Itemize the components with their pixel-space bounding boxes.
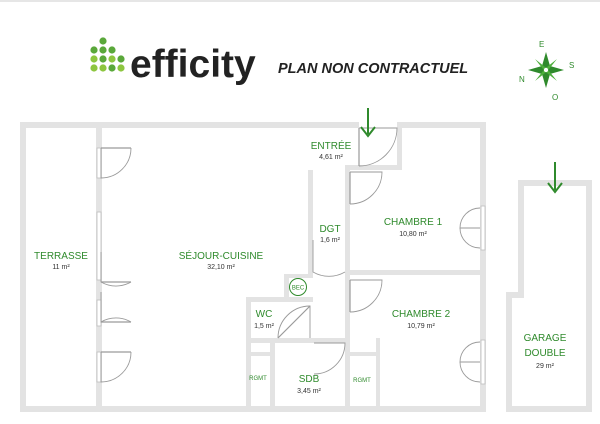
room-wc-name: WC xyxy=(256,309,273,320)
entry-arrow-icon xyxy=(360,108,376,138)
window xyxy=(480,339,486,385)
room-chambre1-name: CHAMBRE 1 xyxy=(384,217,443,228)
room-chambre1-area: 10,80 m² xyxy=(399,231,427,238)
room-terrasse-area: 11 m² xyxy=(52,264,70,271)
room-dgt-area: 1,6 m² xyxy=(320,237,341,244)
room-entree-name: ENTRÉE xyxy=(311,139,352,152)
room-sdb-name: SDB xyxy=(299,374,320,385)
room-wc-area: 1,5 m² xyxy=(254,323,275,330)
room-chambre2-area: 10,79 m² xyxy=(407,323,435,330)
compass-rose-icon xyxy=(528,52,564,88)
compass-north: N xyxy=(519,75,525,84)
room-sejour-name: SÉJOUR-CUISINE xyxy=(179,249,264,262)
window xyxy=(96,211,102,281)
compass-east: E xyxy=(539,40,544,49)
compass-west: O xyxy=(552,93,558,102)
window xyxy=(96,147,102,179)
bec-label: BEC xyxy=(292,286,305,292)
room-entree-area: 4,61 m² xyxy=(319,154,343,161)
brand-name: efficity xyxy=(130,43,256,86)
garage-arrow-icon xyxy=(547,162,563,194)
doors xyxy=(100,127,481,383)
room-sdb-area: 3,45 m² xyxy=(297,388,321,395)
rgmt-right-label: RGMT xyxy=(353,378,371,384)
window xyxy=(96,299,102,327)
bec-marker xyxy=(289,278,307,296)
room-terrasse-name: TERRASSE xyxy=(34,251,88,262)
garage-outline xyxy=(506,180,592,412)
plan-disclaimer: PLAN NON CONTRACTUEL xyxy=(278,61,468,77)
room-garage-name-line1: GARAGE xyxy=(524,333,567,344)
room-garage-name-line2: DOUBLE xyxy=(524,348,565,359)
room-chambre2-name: CHAMBRE 2 xyxy=(392,309,451,320)
room-sejour-area: 32,10 m² xyxy=(207,264,235,271)
window xyxy=(480,205,486,251)
window xyxy=(96,351,102,383)
rgmt-left-label: RGMT xyxy=(249,376,267,382)
compass-south: S xyxy=(569,61,574,70)
room-dgt-name: DGT xyxy=(319,224,340,235)
room-garage-area: 29 m² xyxy=(536,363,555,370)
walls xyxy=(20,122,486,412)
logo-dots-icon xyxy=(90,37,125,72)
